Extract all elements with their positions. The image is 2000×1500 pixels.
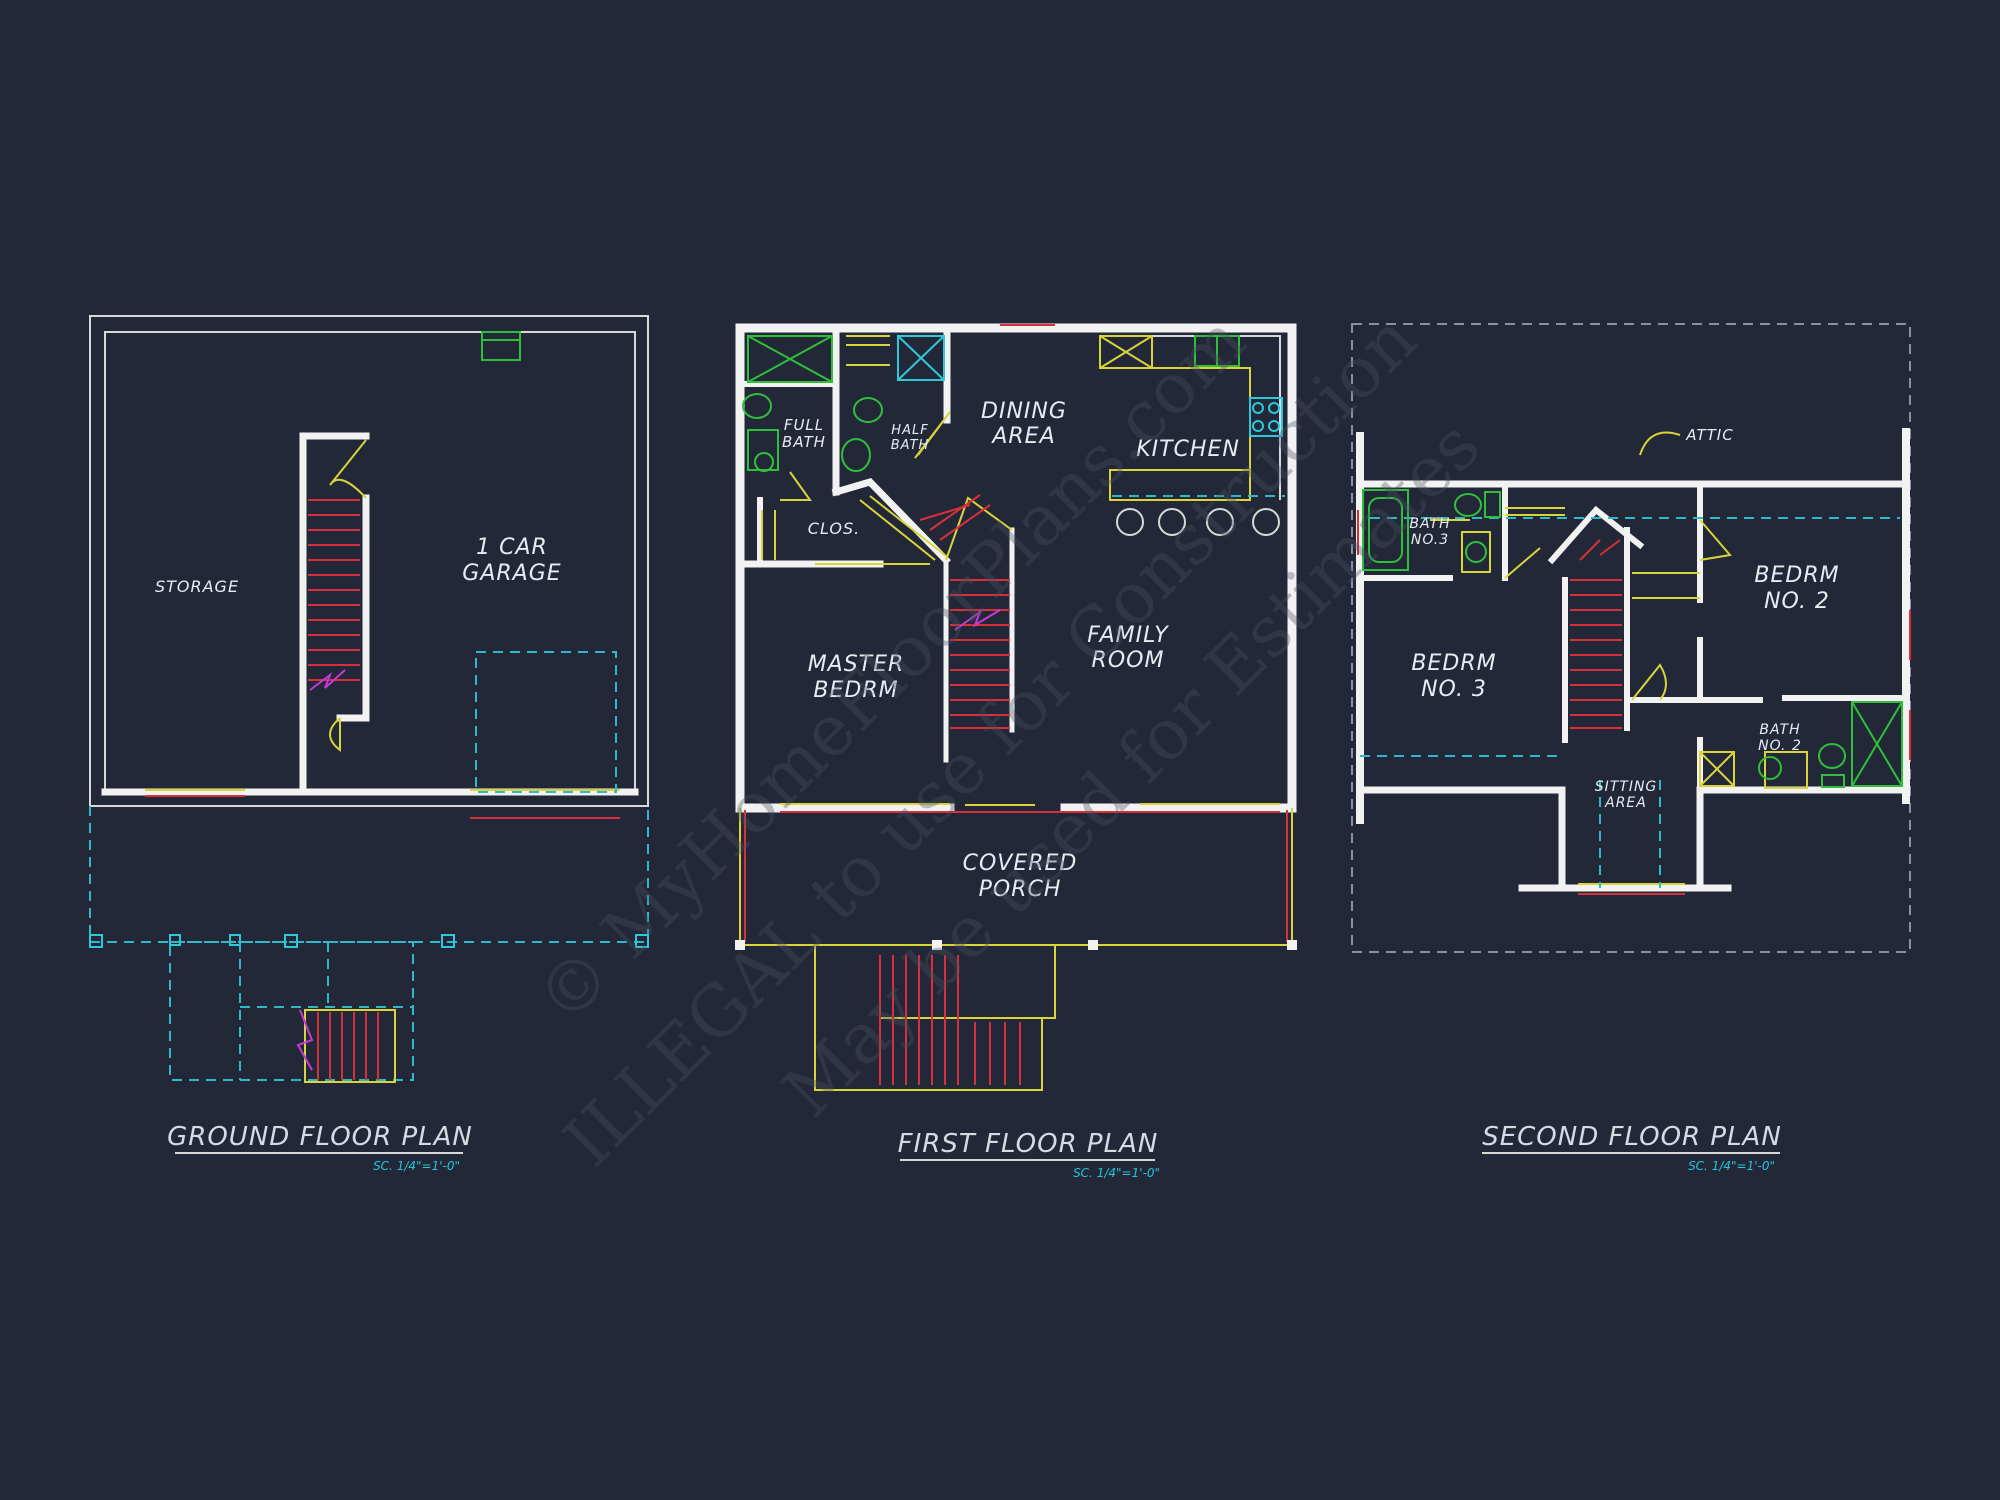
room-label-porch-2: PORCH (979, 877, 1062, 902)
room-label-family-2: ROOM (1092, 648, 1165, 673)
second-shower-icon (1851, 701, 1903, 787)
room-label-full-bath-1: FULL (784, 416, 824, 434)
room-label-family-1: FAMILY (1087, 623, 1169, 648)
room-label-closet: CLOS. (808, 519, 860, 538)
room-label-bath2-1: BATH (1759, 722, 1800, 738)
room-label-sitting-2: AREA (1604, 795, 1647, 811)
ground-floor-title: GROUND FLOOR PLAN (167, 1122, 473, 1152)
room-label-dining-2: AREA (990, 424, 1055, 449)
room-label-porch-1: COVERED (963, 851, 1078, 876)
room-label-bath3-2: NO.3 (1411, 532, 1449, 548)
room-label-attic: ATTIC (1685, 426, 1733, 444)
shower-icon (747, 335, 833, 383)
second-floor-stair (1570, 539, 1622, 729)
first-floor-stair (919, 494, 1013, 729)
first-floor-scale: SC. 1/4"=1'-0" (1073, 1166, 1160, 1180)
room-label-half-bath-2: BATH (891, 438, 930, 453)
ground-stair (308, 499, 360, 691)
bathtub-icon (1362, 489, 1409, 571)
room-label-bedrm2-1: BEDRM (1754, 563, 1839, 588)
room-label-garage-2: GARAGE (462, 561, 561, 586)
room-label-garage-1: 1 CAR (476, 535, 548, 560)
first-floor-plan: FULL BATH HALF BATH DINING AREA KITCHEN … (735, 323, 1297, 1180)
room-label-bedrm3-1: BEDRM (1411, 651, 1496, 676)
second-floor-plan: ATTIC BATH NO.3 BEDRM NO. 2 BEDRM NO. 3 … (1351, 323, 1911, 1173)
first-floor-title: FIRST FLOOR PLAN (898, 1129, 1159, 1159)
half-bath-toilet-icon (853, 397, 883, 423)
room-label-bedrm2-2: NO. 2 (1764, 589, 1830, 614)
room-label-sitting-1: SITTING (1595, 779, 1658, 795)
room-label-master-2: BEDRM (813, 678, 898, 703)
room-label-master-1: MASTER (808, 652, 905, 677)
room-label-full-bath-2: BATH (782, 433, 826, 451)
porch-steps (814, 945, 1056, 1091)
room-label-bath2-2: NO. 2 (1758, 738, 1802, 754)
room-label-dining-1: DINING (981, 399, 1067, 424)
room-label-bath3-1: BATH (1409, 516, 1450, 532)
room-label-storage: STORAGE (155, 577, 239, 596)
second-floor-title: SECOND FLOOR PLAN (1482, 1122, 1782, 1152)
vent-icon (481, 331, 521, 361)
toilet-icon (742, 393, 772, 419)
ground-floor-plan: STORAGE 1 CAR GARAGE GROUND FLOOR PLAN S… (89, 315, 649, 1173)
room-label-bedrm3-2: NO. 3 (1421, 677, 1487, 702)
ground-entry-stair (296, 1009, 396, 1083)
room-label-kitchen: KITCHEN (1136, 437, 1240, 462)
room-label-half-bath-1: HALF (891, 423, 928, 438)
second-floor-scale: SC. 1/4"=1'-0" (1688, 1159, 1775, 1173)
ground-floor-scale: SC. 1/4"=1'-0" (373, 1159, 460, 1173)
